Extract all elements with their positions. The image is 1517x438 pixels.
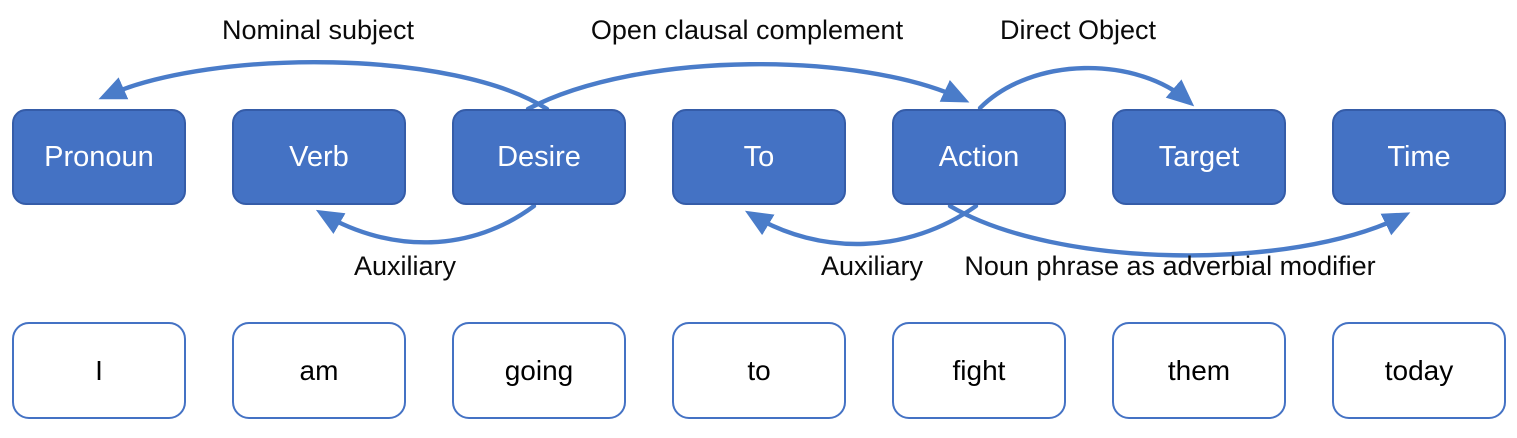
node-label: To (743, 140, 775, 173)
node-box-target: Target (1112, 109, 1286, 205)
word-box-today: today (1332, 322, 1506, 419)
word-label: going (504, 354, 574, 386)
edge-label-nominal-subject: Nominal subject (221, 15, 415, 45)
node-box-pronoun: Pronoun (12, 109, 186, 205)
node-label: Pronoun (44, 140, 154, 173)
edge-label-auxiliary-left: Auxiliary (353, 251, 457, 281)
node-label: Time (1387, 140, 1451, 173)
edge-label-open-clausal-complement: Open clausal complement (590, 15, 904, 45)
edge-label-direct-object: Direct Object (999, 15, 1157, 45)
word-label: fight (952, 354, 1006, 386)
node-box-action: Action (892, 109, 1066, 205)
node-label: Desire (497, 140, 581, 173)
node-box-verb: Verb (232, 109, 406, 205)
word-label: am (299, 354, 339, 386)
edge-label-auxiliary-right: Auxiliary (820, 251, 924, 281)
node-label: Verb (289, 140, 349, 173)
arc-noun-phrase-adverbial-modifier (947, 203, 1411, 258)
word-box-fight: fight (892, 322, 1066, 419)
word-label: today (1384, 354, 1454, 386)
word-box-am: am (232, 322, 406, 419)
word-box-them: them (1112, 322, 1286, 419)
arc-nominal-subject (98, 59, 550, 112)
arc-auxiliary-action-to (744, 203, 979, 247)
word-label: them (1167, 354, 1231, 386)
arc-open-clausal-complement (525, 62, 970, 112)
word-box-i: I (12, 322, 186, 419)
word-box-to: to (672, 322, 846, 419)
node-label: Action (938, 140, 1020, 173)
node-label: Target (1158, 140, 1240, 173)
edge-label-noun-phrase-adverbial-modifier: Noun phrase as adverbial modifier (964, 251, 1376, 281)
arc-direct-object (977, 65, 1195, 111)
node-box-desire: Desire (452, 109, 626, 205)
word-label: to (747, 354, 771, 386)
word-label: I (95, 354, 103, 386)
node-box-time: Time (1332, 109, 1506, 205)
node-box-to: To (672, 109, 846, 205)
word-box-going: going (452, 322, 626, 419)
arc-auxiliary-desire-verb (315, 203, 537, 245)
